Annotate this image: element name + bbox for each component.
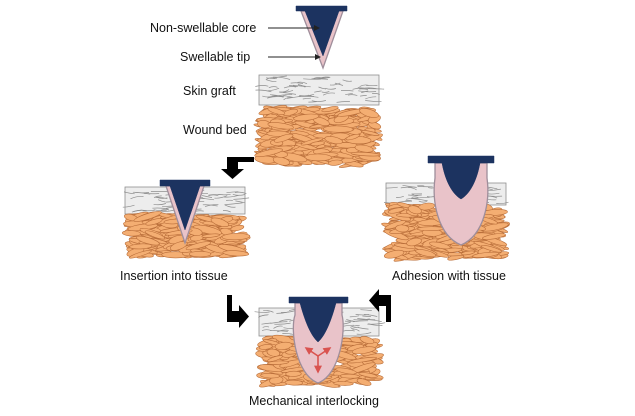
swollen-tip: [292, 302, 344, 384]
microneedle-initial: [295, 5, 348, 70]
swollen-tip: [433, 162, 489, 246]
non-swellable-core: [159, 179, 211, 231]
label-non-swellable-core: Non-swellable core: [150, 21, 257, 35]
label-skin-graft: Skin graft: [183, 84, 236, 98]
tissue-block-left: [122, 186, 251, 259]
microneedle-adhered: [427, 155, 495, 246]
process-arrows: [221, 157, 391, 328]
label-adhesion-with-tissue: Adhesion with tissue: [392, 269, 506, 283]
non-swellable-core: [295, 5, 348, 57]
label-pointers: [268, 25, 321, 60]
flow-arrow-bottom-to-right: [369, 289, 391, 322]
wound-bed-layer: [253, 105, 383, 168]
swelling-force-arrows: [304, 347, 332, 374]
skin-graft-layer: [255, 74, 385, 106]
flow-arrow-top-to-left: [221, 157, 254, 179]
label-wound-bed: Wound bed: [183, 123, 247, 137]
microneedle-inserted: [159, 179, 211, 246]
label-mechanical-interlocking: Mechanical interlocking: [249, 394, 379, 408]
wound-bed-layer: [122, 211, 251, 259]
microneedle-interlocking: [288, 296, 349, 384]
label-insertion-into-tissue: Insertion into tissue: [120, 269, 228, 283]
tissue-block-top: [253, 74, 385, 168]
non-swellable-core: [288, 296, 349, 343]
non-swellable-core: [427, 155, 495, 200]
flow-arrow-left-to-bottom: [227, 295, 249, 328]
label-swellable-tip: Swellable tip: [180, 50, 251, 64]
